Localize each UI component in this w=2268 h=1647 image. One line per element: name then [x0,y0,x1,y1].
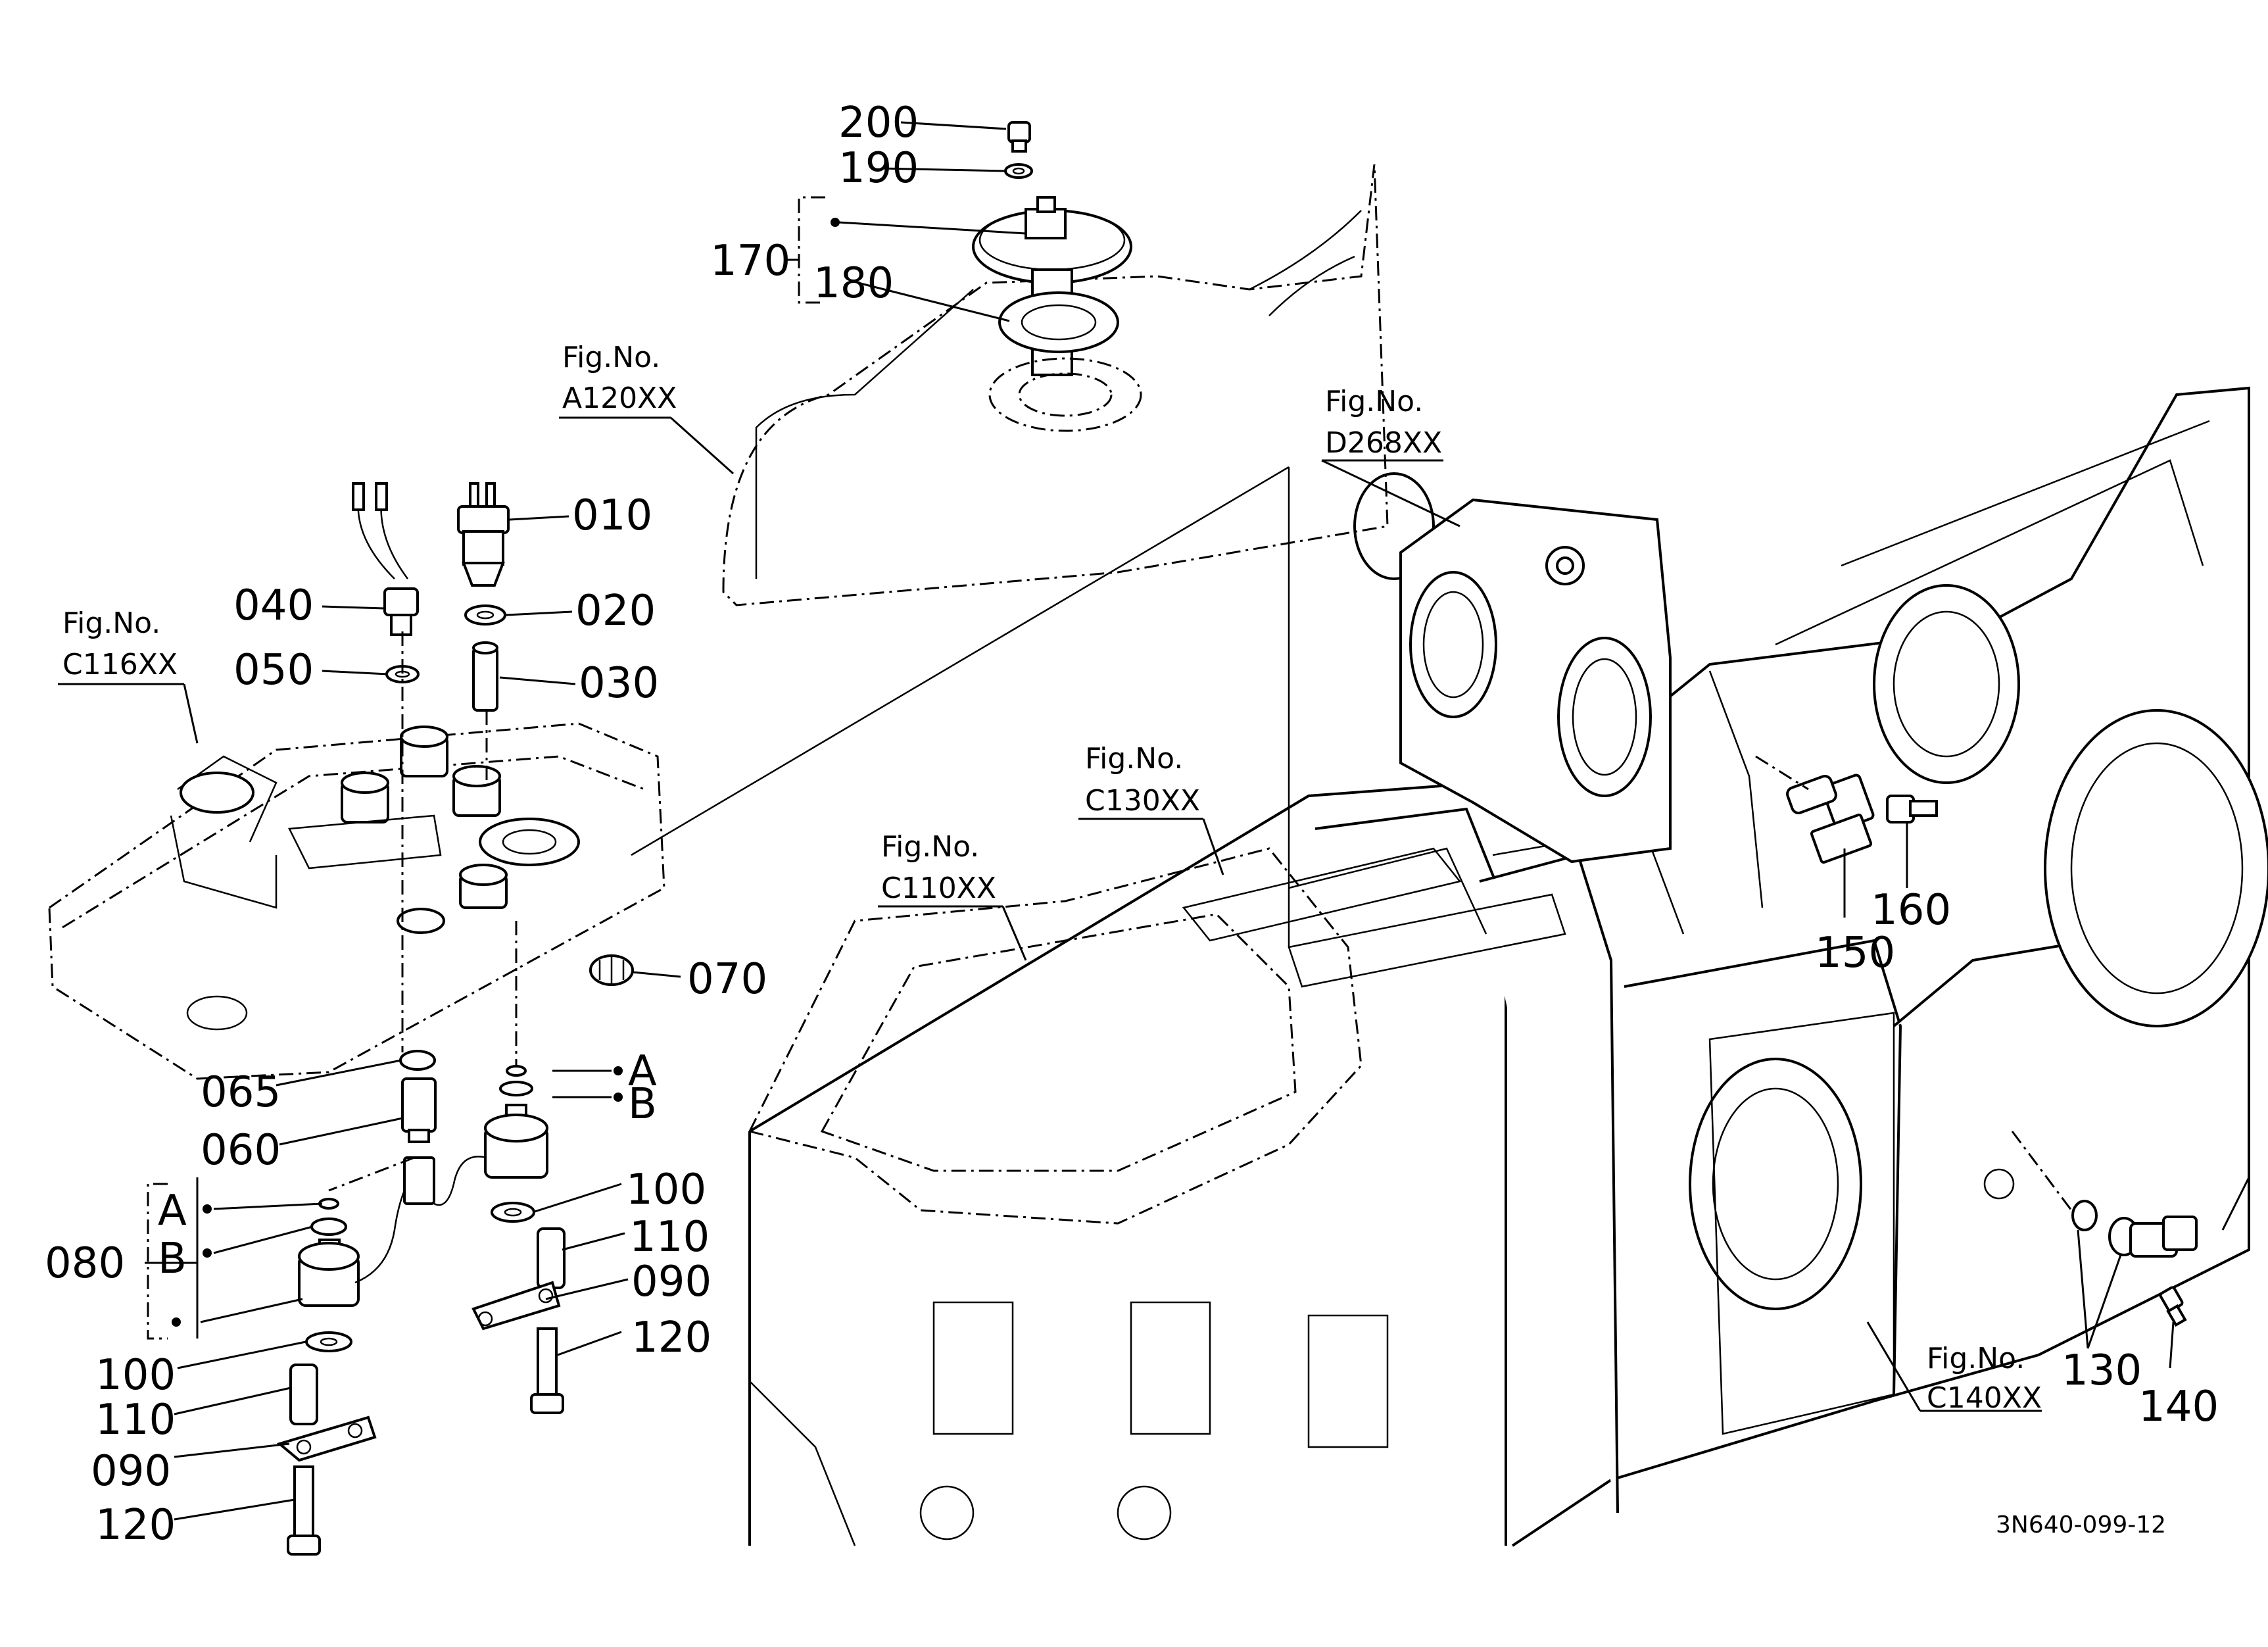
part-label-050: 050 [233,646,314,695]
fig-ref-d268-line2: D268XX [1325,426,1442,460]
part-label-100-left: 100 [95,1351,176,1400]
callout-b-right: B [628,1080,657,1129]
valve-cover [48,722,665,1080]
fig-ref-d268-line1: Fig.No. [1325,385,1423,418]
fig-ref-c110-line2: C110XX [881,872,996,905]
fuel-sender-assembly [972,121,1142,432]
part-label-170: 170 [710,237,790,285]
part-labels: 200 190 170 180 010 040 020 050 030 070 … [45,99,2219,1550]
bolt-140 [2159,1286,2187,1327]
callout-a-right: A [628,1047,657,1096]
part-label-020: 020 [575,587,656,635]
fig-ref-c130: Fig.No. C130XX [1085,742,1200,818]
part-label-040: 040 [233,581,314,630]
washer-020 [464,604,506,626]
fig-ref-c116: Fig.No. C116XX [62,606,178,681]
solenoid-080 [276,1156,435,1556]
part-label-110-left: 110 [95,1396,176,1444]
part-label-110-right: 110 [629,1213,710,1262]
fuel-tank [722,164,1389,606]
fig-ref-c130-line2: C130XX [1085,784,1200,818]
solenoid-right [433,1065,566,1414]
sensor-130 [2071,1200,2198,1258]
callout-letters: A B A B [158,1047,657,1283]
solenoid-060 [399,1050,437,1143]
fig-ref-c116-line2: C116XX [62,648,178,681]
part-label-200: 200 [838,99,919,147]
part-label-065: 065 [201,1068,281,1117]
part-label-190: 190 [838,144,919,193]
clip-070 [589,954,634,986]
fig-ref-a120-line1: Fig.No. [562,341,660,374]
part-label-120-left: 120 [95,1501,176,1550]
leader-lines [58,121,2250,1521]
part-label-140: 140 [2138,1383,2219,1431]
fig-ref-c140: Fig.No. C140XX [1927,1342,2042,1415]
part-label-030: 030 [579,659,659,708]
document-code: 3N640-099-12 [1996,1512,2166,1538]
pressure-switch-010 [457,482,510,587]
switch-040 [352,482,419,636]
pin-030 [472,641,498,712]
part-label-080: 080 [45,1239,125,1288]
sensor-150 [1786,774,1875,864]
fig-ref-a120: Fig.No. A120XX [562,341,677,415]
part-label-150: 150 [1815,929,1895,977]
part-label-060: 060 [201,1126,281,1175]
callout-b-left: B [158,1235,187,1283]
fig-ref-c140-line1: Fig.No. [1927,1342,2025,1375]
part-label-120-right: 120 [631,1314,712,1362]
part-label-070: 070 [687,955,767,1004]
part-label-160: 160 [1871,886,1951,935]
fig-ref-d268: Fig.No. D268XX [1325,385,1442,460]
transmission-case [748,386,2268,1547]
fig-ref-a120-line2: A120XX [562,381,677,415]
part-label-090-right: 090 [631,1258,712,1306]
callout-a-left: A [158,1187,187,1235]
fig-ref-c110: Fig.No. C110XX [881,830,996,905]
part-label-100-right: 100 [626,1166,706,1214]
part-label-010: 010 [572,491,652,540]
fig-ref-c130-line1: Fig.No. [1085,742,1183,775]
part-label-130: 130 [2062,1346,2142,1395]
callout-dots [172,218,840,1327]
part-label-180: 180 [813,259,894,308]
part-label-090-left: 090 [91,1447,171,1496]
fig-ref-c140-line2: C140XX [1927,1381,2042,1415]
plug-160 [1886,795,1938,823]
fig-ref-c116-line1: Fig.No. [62,606,160,640]
fig-ref-c110-line1: Fig.No. [881,830,979,864]
